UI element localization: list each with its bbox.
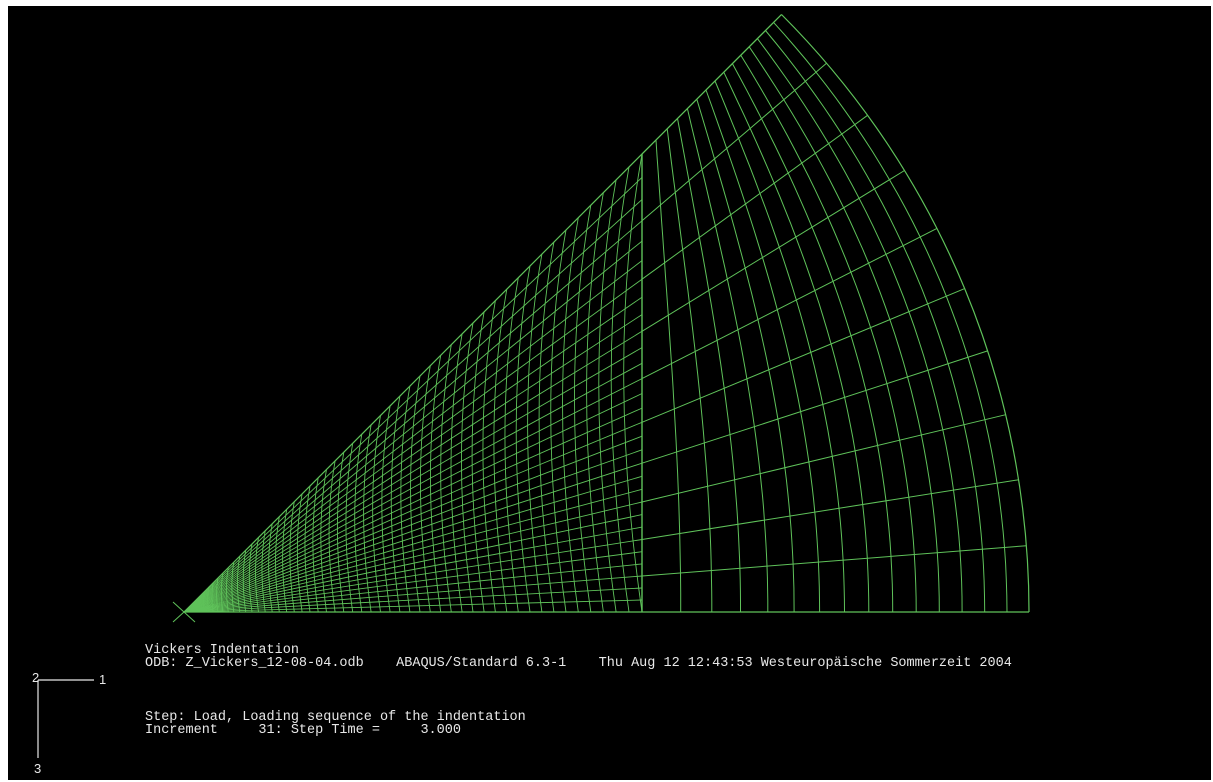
mesh-line (390, 396, 401, 613)
mesh-line (493, 289, 508, 613)
mesh-line (677, 118, 741, 612)
mesh-line (696, 99, 795, 613)
viewport[interactable]: Vickers Indentation ODB: Z_Vickers_12-08… (8, 6, 1211, 780)
x-marker-stroke (172, 601, 196, 623)
mesh-line (574, 205, 592, 613)
mesh-line (641, 288, 965, 423)
mesh-line (183, 488, 643, 613)
mesh-line (320, 469, 327, 613)
mesh-line (641, 545, 1027, 577)
mesh-line (666, 128, 713, 612)
mesh-line (381, 405, 391, 613)
mesh-line (773, 22, 1008, 613)
mesh-line (641, 62, 827, 222)
mesh-line (705, 89, 821, 613)
odb-info-line: ODB: Z_Vickers_12-08-04.odb ABAQUS/Stand… (145, 656, 1012, 671)
mesh-line (461, 322, 474, 613)
mesh-line (328, 460, 336, 613)
mesh-line (183, 296, 643, 613)
mesh-line (183, 514, 643, 613)
mesh-line (641, 170, 905, 332)
mesh-line (183, 475, 643, 613)
mesh-line (515, 265, 531, 613)
mesh-line (183, 575, 643, 613)
mesh-line (586, 192, 604, 613)
mesh-line (183, 260, 643, 613)
mesh-line (757, 38, 963, 613)
step-line: Step: Load, Loading sequence of the inde… (145, 710, 526, 725)
mesh-line (183, 599, 643, 613)
coarse-mesh-zone (641, 14, 1029, 613)
mesh-line (641, 350, 988, 464)
mesh-line (641, 227, 938, 380)
mesh-hypotenuse-edge (183, 14, 782, 613)
mesh-line (562, 217, 579, 613)
mesh-line (183, 240, 643, 613)
mesh-line (183, 347, 643, 613)
mesh-line (183, 462, 643, 613)
mesh-outline (183, 14, 1030, 613)
triad-axis-3-label: 3 (34, 761, 42, 776)
mesh-line (183, 393, 643, 613)
mesh-line (686, 108, 769, 612)
mesh-line (183, 362, 643, 613)
mesh-line (183, 220, 643, 613)
mesh-line (183, 551, 643, 613)
mesh-line (527, 254, 543, 613)
triad-axis-1-label: 1 (99, 672, 107, 687)
fine-mesh-zone (183, 153, 643, 613)
mesh-line (183, 278, 643, 613)
mesh-line (641, 479, 1019, 540)
mesh-line (641, 114, 868, 280)
mesh-line (610, 166, 630, 613)
mesh-line (183, 526, 643, 613)
mesh-line (641, 414, 1006, 503)
x-marker-icon (172, 601, 196, 623)
mesh-line (183, 199, 643, 613)
triad-axis-2-label: 2 (32, 670, 40, 685)
mesh-line (731, 63, 894, 613)
mesh-line (748, 46, 940, 613)
increment-line: Increment 31: Step Time = 3.000 (145, 723, 461, 738)
mesh-line (598, 179, 617, 613)
mesh-line (538, 242, 555, 613)
mesh-line (183, 563, 643, 613)
mesh-line (336, 452, 345, 613)
mesh-line (504, 277, 519, 613)
mesh-line (655, 139, 682, 612)
mesh-line (183, 421, 643, 613)
mesh-line (714, 80, 845, 613)
mesh-line (183, 435, 643, 613)
mesh-line (183, 378, 643, 613)
mesh-line (183, 539, 643, 613)
mesh-line (482, 300, 496, 613)
mesh-line (183, 330, 643, 613)
mesh-line (372, 415, 381, 613)
mesh-line (623, 153, 643, 613)
mesh-line (183, 314, 643, 613)
mesh-line (765, 30, 986, 613)
mesh-line (183, 587, 643, 613)
mesh-line (550, 229, 567, 613)
mesh-line (723, 71, 870, 613)
title-line: Vickers Indentation (145, 643, 299, 658)
mesh-line (471, 311, 485, 613)
mesh-line (740, 54, 917, 613)
mesh-line (183, 501, 643, 613)
mesh-line (183, 177, 643, 613)
mesh-outer-arc (781, 14, 1030, 613)
mesh-plot[interactable] (8, 6, 1211, 780)
mesh-line (183, 407, 643, 613)
mesh-line (183, 449, 643, 613)
